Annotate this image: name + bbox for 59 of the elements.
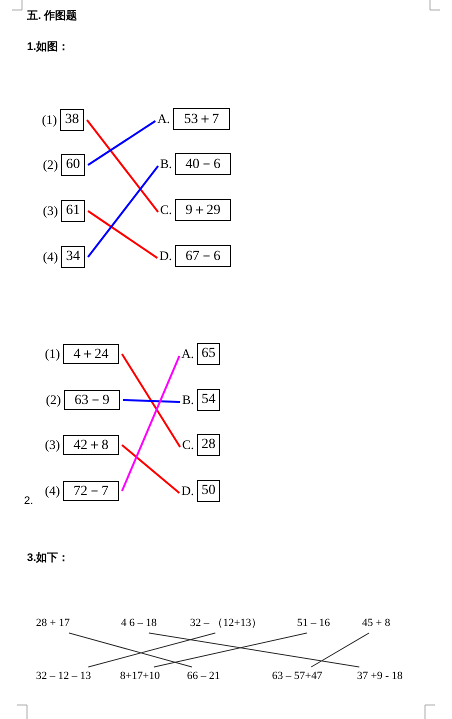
answer-box: 40－6 bbox=[175, 153, 231, 175]
item-label: B. bbox=[182, 393, 194, 407]
expression-text: 32 – （12+13） bbox=[190, 617, 262, 630]
item-label: A. bbox=[157, 112, 170, 126]
item-label: (3) bbox=[44, 438, 60, 452]
answer-box: 28 bbox=[197, 434, 220, 456]
item-label: (1) bbox=[42, 113, 57, 127]
answer-box: 42＋8 bbox=[63, 435, 119, 455]
matching-line bbox=[153, 632, 308, 668]
matching-line bbox=[87, 120, 156, 166]
answer-box: 53＋7 bbox=[173, 108, 230, 130]
question-number: 2. bbox=[24, 494, 34, 508]
matching-line bbox=[310, 632, 370, 668]
answer-box: 63－9 bbox=[64, 390, 120, 410]
answer-box: 67－6 bbox=[175, 245, 231, 267]
item-label: C. bbox=[182, 438, 194, 452]
matching-line bbox=[86, 119, 159, 213]
expression-text: 8+17+10 bbox=[120, 670, 160, 683]
answer-box: 65 bbox=[197, 343, 220, 365]
item-label: (1) bbox=[44, 347, 60, 361]
answer-box: 54 bbox=[197, 389, 220, 411]
question-number: 3.如下： bbox=[27, 551, 70, 565]
matching-line bbox=[122, 399, 180, 403]
matching-line bbox=[121, 356, 180, 492]
matching-line bbox=[68, 632, 192, 668]
expression-text: 66 – 21 bbox=[187, 670, 220, 683]
expression-text: 51 – 16 bbox=[297, 617, 330, 630]
answer-box: 72－7 bbox=[63, 481, 119, 501]
item-label: A. bbox=[181, 347, 194, 361]
item-label: B. bbox=[160, 157, 172, 171]
expression-text: 37 +9 - 18 bbox=[357, 670, 403, 683]
question-number: 1.如图： bbox=[27, 40, 70, 54]
answer-box: 38 bbox=[60, 109, 84, 131]
answer-box: 61 bbox=[61, 200, 85, 222]
expression-text: 28 + 17 bbox=[36, 617, 70, 630]
answer-box: 9＋29 bbox=[175, 199, 231, 221]
matching-line bbox=[148, 632, 360, 668]
answer-box: 34 bbox=[61, 246, 85, 268]
item-label: (4) bbox=[42, 250, 58, 264]
item-label: C. bbox=[160, 203, 172, 217]
matching-line bbox=[121, 444, 180, 494]
item-label: D. bbox=[181, 484, 194, 498]
matching-line bbox=[88, 632, 216, 668]
answer-box: 4＋24 bbox=[63, 344, 119, 364]
item-label: (3) bbox=[42, 204, 58, 218]
item-label: (2) bbox=[46, 393, 61, 407]
expression-text: 4 6 – 18 bbox=[121, 617, 157, 630]
expression-text: 45 + 8 bbox=[362, 617, 390, 630]
answer-box: 50 bbox=[197, 480, 220, 502]
matching-line bbox=[87, 210, 158, 259]
item-label: (4) bbox=[44, 484, 60, 498]
answer-box: 60 bbox=[61, 154, 85, 176]
item-label: D. bbox=[159, 249, 172, 263]
matching-line bbox=[121, 353, 181, 448]
item-label: (2) bbox=[42, 158, 58, 172]
expression-text: 32 – 12 – 13 bbox=[36, 670, 91, 683]
expression-text: 63 – 57+47 bbox=[272, 670, 322, 683]
section-heading: 五. 作图题 bbox=[27, 9, 78, 23]
matching-line bbox=[87, 165, 159, 258]
